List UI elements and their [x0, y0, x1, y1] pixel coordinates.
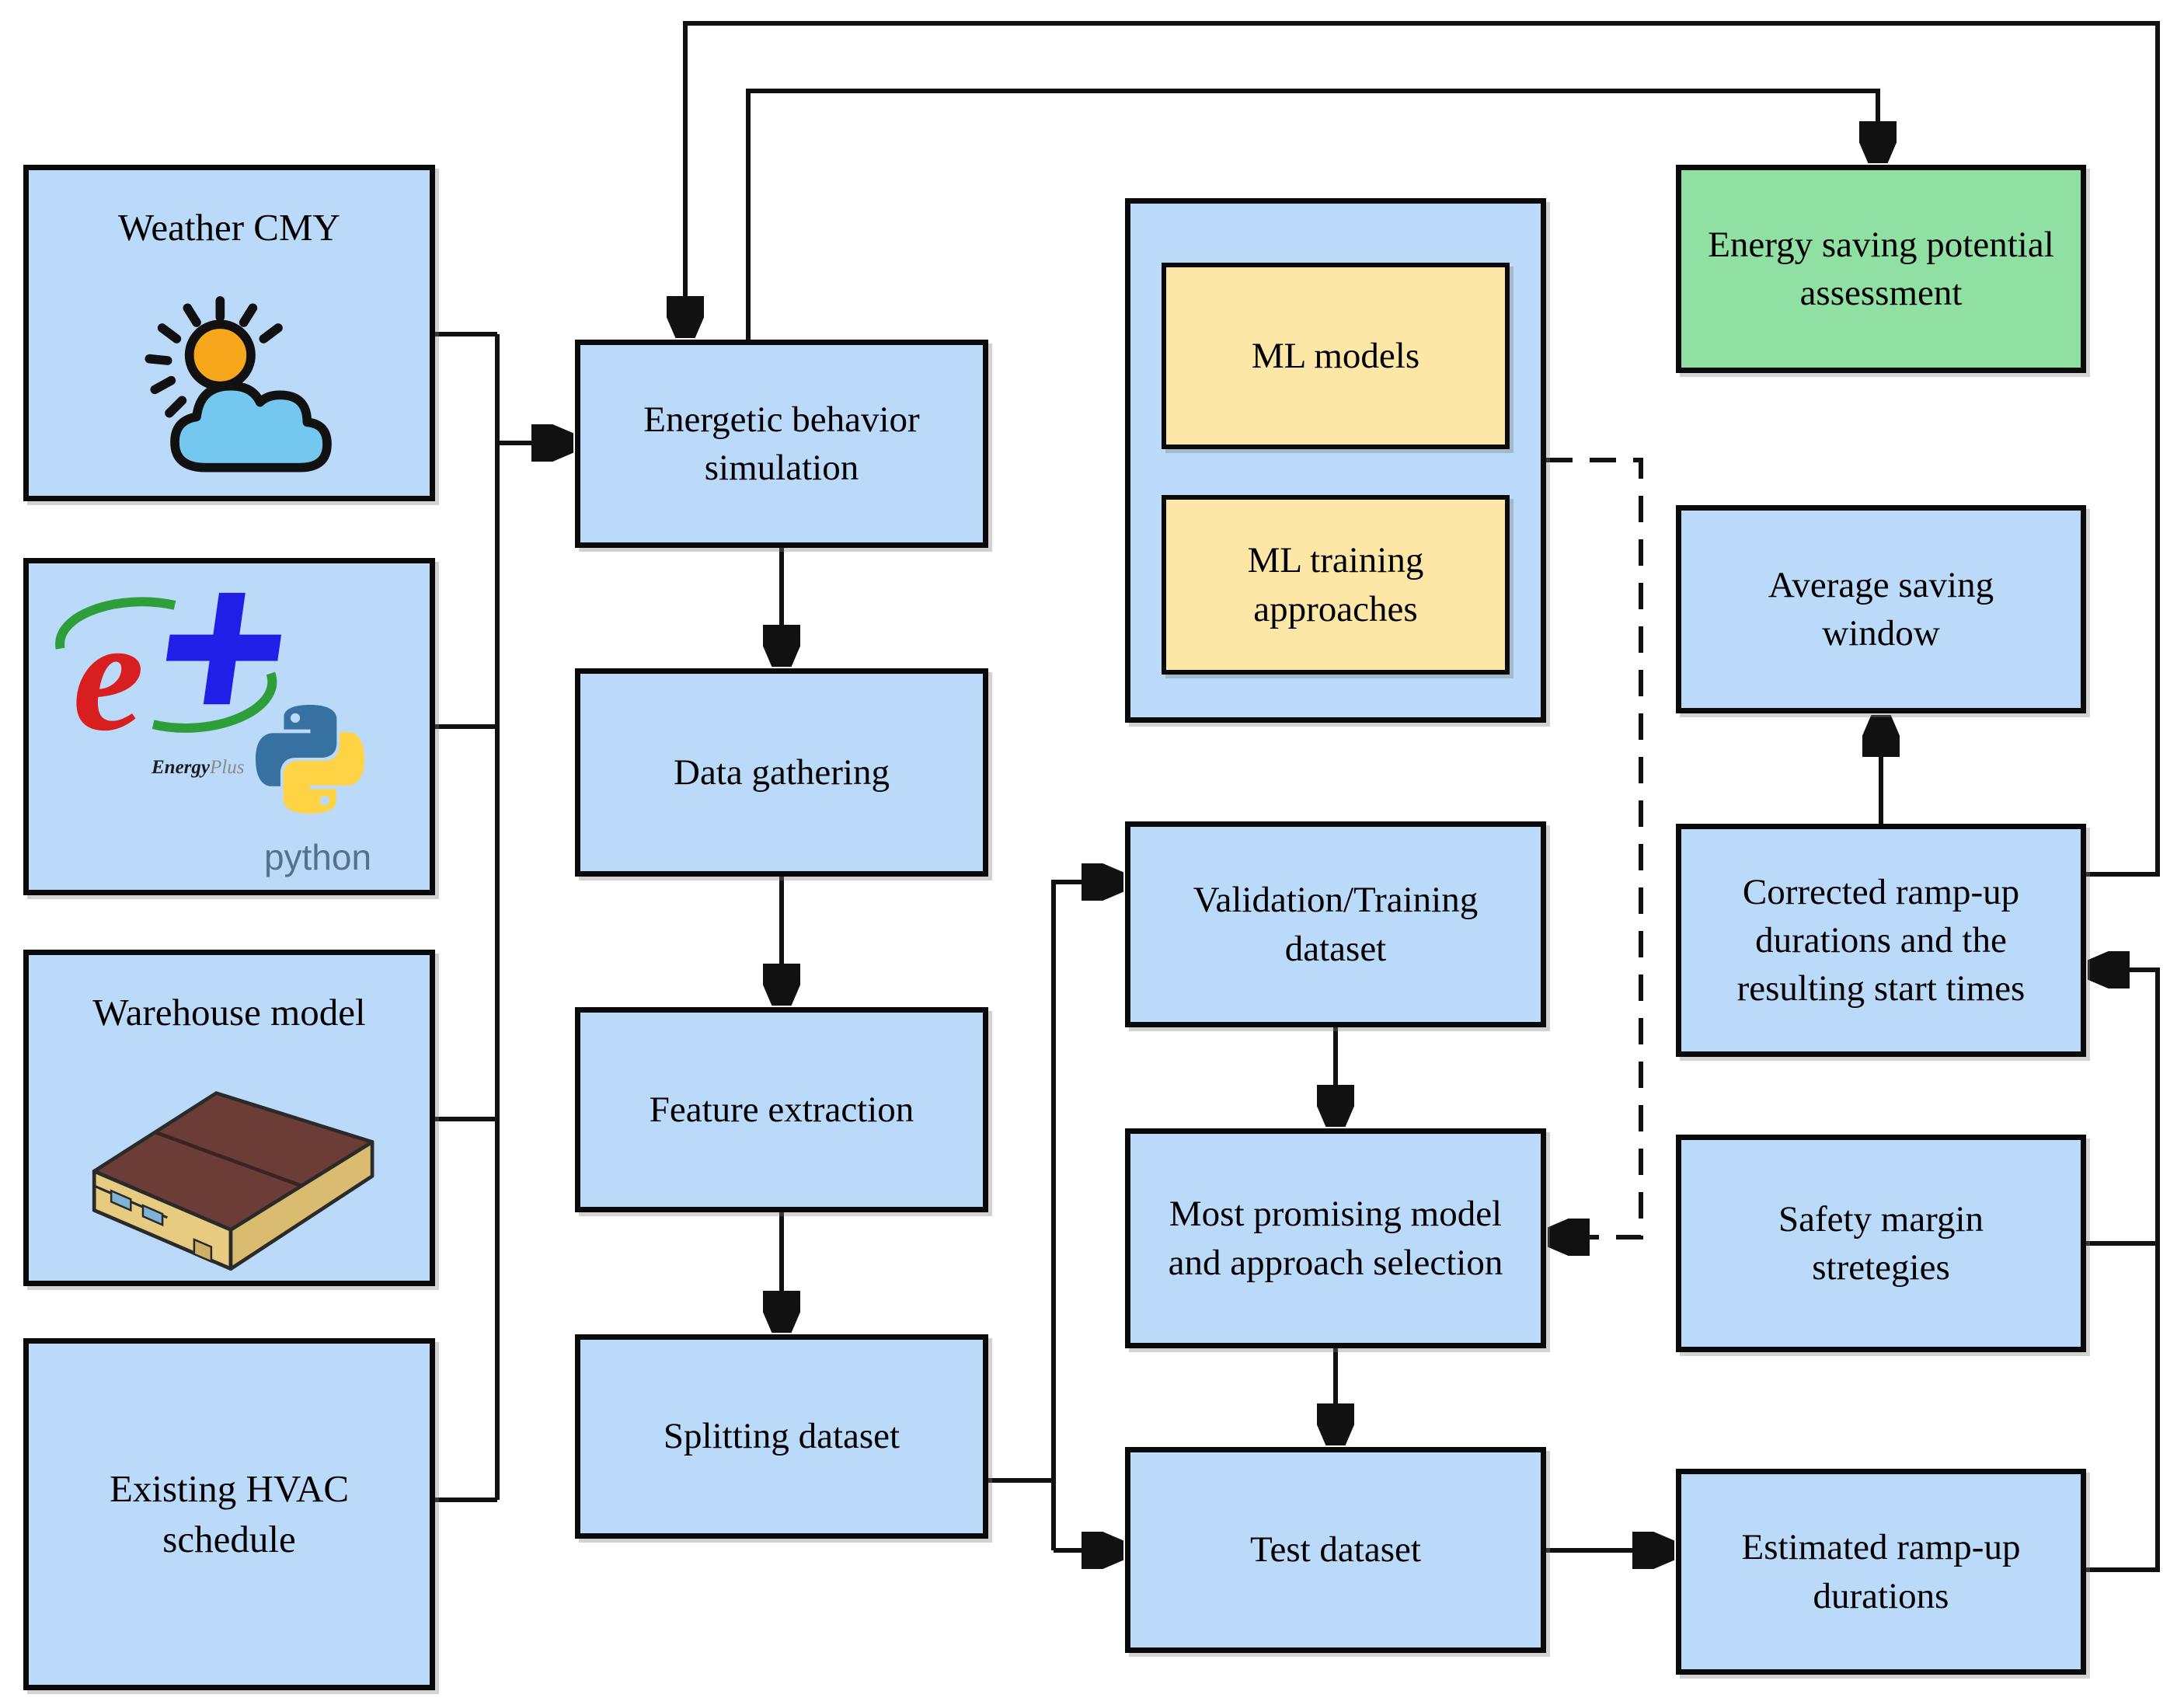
- node-corrected-rampup: Corrected ramp-up durations and the resu…: [1676, 824, 2086, 1057]
- node-existing-hvac-schedule: Existing HVAC schedule: [23, 1338, 435, 1690]
- node-validation-training-dataset: Validation/Training dataset: [1125, 821, 1546, 1027]
- node-data-gathering: Data gathering: [575, 668, 988, 877]
- data-gathering-label: Data gathering: [674, 751, 890, 793]
- node-energetic-behavior-simulation: Energetic behavior simulation: [575, 340, 988, 548]
- node-warehouse-model: Warehouse model: [23, 950, 435, 1286]
- wire-corrected-feedback: [685, 21, 2160, 877]
- node-model-selection: Most promising model and approach select…: [1125, 1128, 1546, 1348]
- ml-models-label: ML models: [1251, 335, 1420, 376]
- corrected-rampup-label: Corrected ramp-up durations and the resu…: [1736, 871, 2026, 1009]
- average-window-label: Average saving window: [1768, 564, 1994, 654]
- warehouse-label: Warehouse model: [92, 991, 366, 1034]
- wire-ml-to-selection: [1546, 458, 1643, 1237]
- node-ml-models: ML models: [1162, 263, 1510, 449]
- python-wordmark: python: [263, 837, 372, 877]
- node-simulation-tools: e EnergyPlus python: [23, 558, 435, 895]
- energy-saving-label: Energy saving potential assessment: [1708, 224, 2054, 313]
- ml-training-label: ML training approaches: [1247, 540, 1424, 629]
- python-logo-icon: [256, 705, 364, 814]
- estimated-rampup-label: Estimated ramp-up durations: [1741, 1527, 2021, 1616]
- safety-margin-label: Safety margin stretegies: [1778, 1198, 1984, 1288]
- wire-split-to-validation: [1051, 882, 1123, 1550]
- splitting-dataset-label: Splitting dataset: [663, 1416, 900, 1457]
- wire-estimated-to-corrected: [2086, 970, 2160, 1572]
- node-weather-cmy: Weather CMY: [23, 165, 435, 501]
- node-feature-extraction: Feature extraction: [575, 1007, 988, 1212]
- model-selection-label: Most promising model and approach select…: [1168, 1194, 1503, 1283]
- node-ml-training-approaches: ML training approaches: [1162, 495, 1510, 675]
- existing-hvac-label: Existing HVAC schedule: [109, 1466, 350, 1560]
- validation-dataset-label: Validation/Training dataset: [1193, 880, 1479, 969]
- wire-simulation-to-assessment: [746, 89, 1878, 340]
- node-estimated-rampup: Estimated ramp-up durations: [1676, 1469, 2086, 1675]
- energetic-simulation-label: Energetic behavior simulation: [643, 399, 920, 488]
- sun-behind-cloud-icon: [145, 296, 332, 472]
- test-dataset-label: Test dataset: [1250, 1529, 1421, 1571]
- node-splitting-dataset: Splitting dataset: [575, 1334, 988, 1539]
- svg-text:e: e: [73, 585, 145, 760]
- node-safety-margin: Safety margin stretegies: [1676, 1135, 2086, 1352]
- node-average-saving-window: Average saving window: [1676, 505, 2086, 713]
- feature-extraction-label: Feature extraction: [649, 1089, 914, 1130]
- weather-label: Weather CMY: [118, 206, 340, 249]
- warehouse-building-icon: [92, 1091, 374, 1271]
- energyplus-logo-icon: e: [55, 585, 282, 760]
- node-energy-saving-assessment: Energy saving potential assessment: [1676, 165, 2086, 373]
- energyplus-wordmark: EnergyPlus: [152, 757, 245, 778]
- node-test-dataset: Test dataset: [1125, 1447, 1546, 1653]
